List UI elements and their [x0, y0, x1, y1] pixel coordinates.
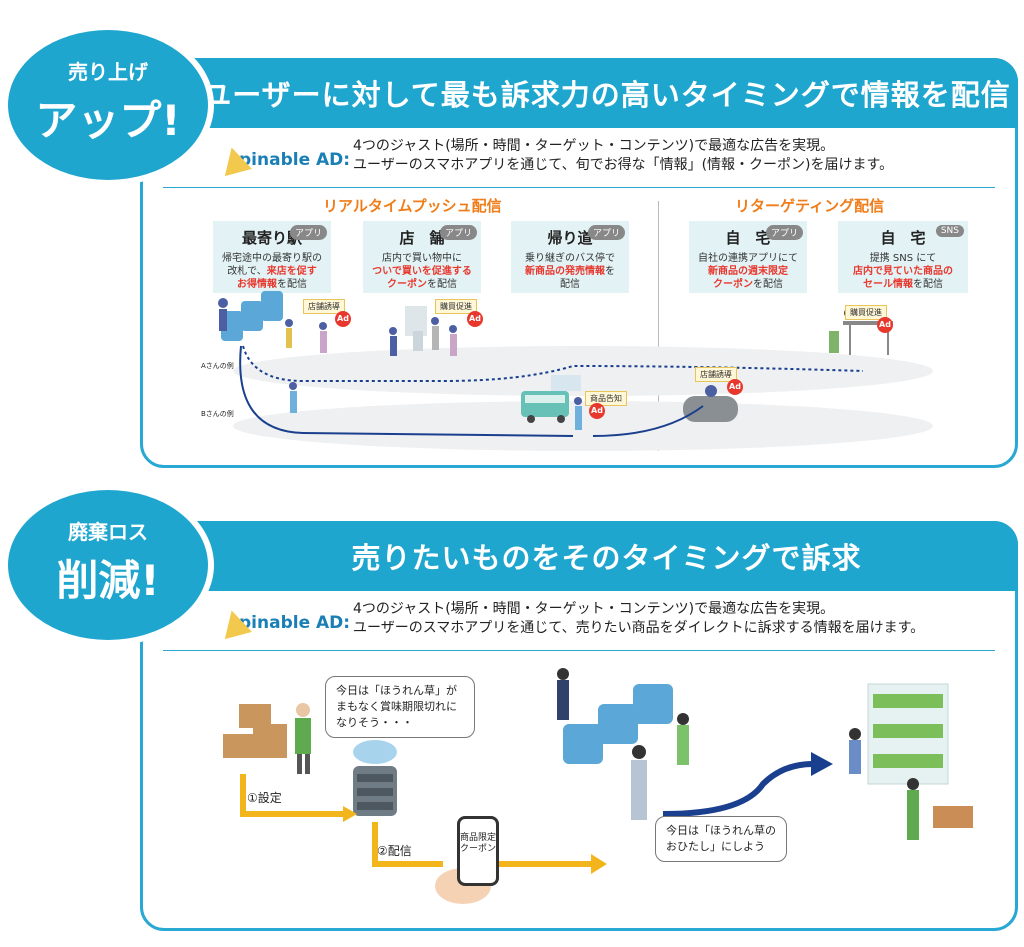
section1-header: ユーザーに対して最も訴求力の高いタイミングで情報を配信	[195, 58, 1018, 128]
sofa-icon	[683, 385, 738, 422]
label-person-a: Aさんの例	[201, 362, 234, 370]
tag-product-notice: 商品告知	[585, 391, 627, 406]
station-gates-icon	[221, 291, 283, 341]
tag-badge: アプリ	[765, 225, 803, 240]
floor-ellipse	[233, 346, 933, 396]
panel-sales-up: ユーザーに対して最も訴求力の高いタイミングで情報を配信 pinable AD: …	[140, 58, 1018, 468]
cart-icon	[413, 331, 423, 351]
step-setting-label: ①設定	[247, 791, 282, 805]
commuter-icons	[557, 668, 689, 820]
speech-bubble-customer: 今日は「ほうれん草の おひたし」にしよう	[655, 816, 787, 862]
label-person-b: Bさんの例	[201, 410, 234, 418]
ad-badge: Ad	[335, 311, 351, 327]
path-person-a	[242, 345, 864, 382]
bus-icon	[521, 375, 581, 423]
card-station: 最寄り駅 アプリ 帰宅途中の最寄り駅の改札で、来店を促すお得情報を配信	[213, 221, 331, 293]
desc-line2: ユーザーのスマホアプリを通じて、旬でお得な「情報」(情報・クーポン)を届けます。	[353, 157, 894, 173]
retarget-title: リターゲティング配信	[735, 197, 885, 215]
arrow-delivery	[372, 822, 443, 867]
desc-line1: 4つのジャスト(場所・時間・ターゲット・コンテンツ)で最適な広告を実現。	[353, 138, 835, 154]
card-way-home: 帰り道 アプリ 乗り継ぎのバス停で新商品の発売情報を配信	[511, 221, 629, 293]
brand-name: pinable AD:	[239, 150, 351, 170]
card-home-sns: 自 宅 SNS 提携 SNS にて店内で見ていた商品のセール情報を配信	[838, 221, 968, 293]
badge-sales-up: 売り上げ アップ!	[8, 30, 208, 180]
desc-line1: 4つのジャスト(場所・時間・ターゲット・コンテンツ)で最適な広告を実現。	[353, 601, 835, 617]
desc-line2: ユーザーのスマホアプリを通じて、売りたい商品をダイレクトに訴求する情報を届けます…	[353, 620, 925, 636]
realtime-title: リアルタイムプッシュ配信	[323, 197, 502, 215]
step-delivery-label: ②配信	[377, 844, 412, 858]
section1-description: 4つのジャスト(場所・時間・ターゲット・コンテンツ)で最適な広告を実現。 ユーザ…	[353, 137, 893, 175]
section2-header: 売りたいものをそのタイミングで訴求	[195, 521, 1018, 591]
floor-ellipse	[233, 401, 933, 451]
clerk-icon	[295, 703, 311, 774]
waste-flow-illustration	[223, 668, 973, 904]
shelf-icon	[405, 306, 427, 336]
arrow-to-store	[662, 761, 814, 817]
speech-bubble-clerk: 今日は「ほうれん草」が まもなく賞味期限切れに なりそう・・・	[325, 676, 475, 738]
badge-waste-reduction: 廃棄ロス 削減!	[8, 490, 208, 640]
tag-badge: アプリ	[439, 225, 477, 240]
shopper-icons	[849, 728, 973, 840]
ad-badge: Ad	[589, 403, 605, 419]
tag-badge: アプリ	[587, 225, 625, 240]
section2-description: 4つのジャスト(場所・時間・ターゲット・コンテンツ)で最適な広告を実現。 ユーザ…	[353, 600, 924, 638]
panel-waste-reduction: 売りたいものをそのタイミングで訴求 pinable AD: 4つのジャスト(場所…	[140, 521, 1018, 931]
tag-store-induction: 店舗誘導	[695, 367, 737, 382]
tag-badge: SNS	[935, 225, 964, 237]
card-store: 店 舗 アプリ 店内で買い物中についで買いを促進するクーポンを配信	[363, 221, 481, 293]
arrow-setting	[240, 774, 343, 817]
tag-purchase-promotion: 購買促進	[435, 299, 477, 314]
station-gates-icon	[563, 684, 673, 764]
tag-purchase-promotion: 購買促進	[845, 305, 887, 320]
vegetable-shelf-icon	[867, 683, 949, 785]
ad-badge: Ad	[467, 311, 483, 327]
brand-name: pinable AD:	[239, 613, 351, 633]
brand-logo: pinable AD:	[218, 606, 351, 640]
person-icons	[218, 298, 582, 430]
divider-rule	[163, 187, 995, 188]
vertical-divider	[658, 201, 659, 451]
brand-logo: pinable AD:	[218, 143, 351, 177]
tag-badge: アプリ	[289, 225, 327, 240]
path-person-b-home	[592, 405, 704, 437]
phone-coupon: 商品限定 クーポン	[457, 816, 499, 886]
ad-badge: Ad	[727, 379, 743, 395]
ad-badge: Ad	[877, 317, 893, 333]
tag-store-induction: 店舗誘導	[303, 299, 345, 314]
divider-rule	[163, 650, 995, 651]
path-person-b	[239, 345, 574, 437]
card-home-app: 自 宅 アプリ 自社の連携アプリにて新商品の週末限定クーポンを配信	[689, 221, 807, 293]
cloud-server-icon	[353, 740, 397, 816]
journey-illustration	[218, 291, 893, 437]
boxes-icon	[223, 704, 287, 758]
